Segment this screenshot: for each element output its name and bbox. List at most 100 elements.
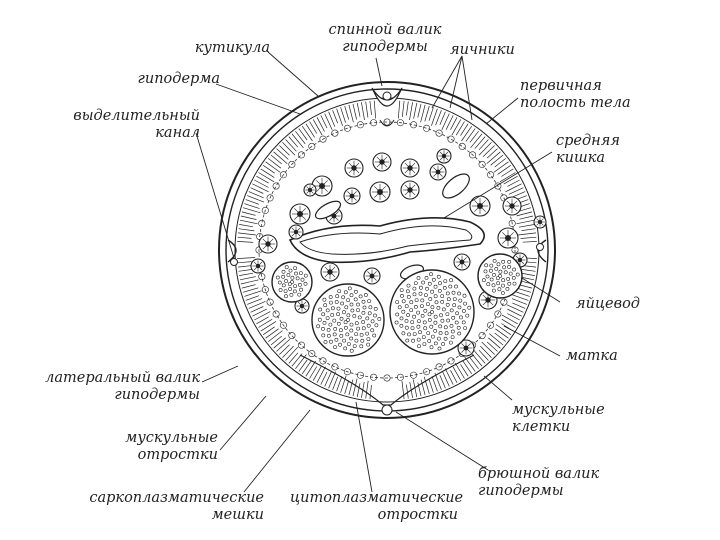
ovary-core (459, 259, 465, 265)
egg (449, 278, 454, 283)
muscle-fiber (258, 318, 273, 328)
muscle-fiber (244, 203, 260, 209)
muscle-fiber (373, 100, 377, 119)
muscle-fiber (245, 295, 260, 301)
egg (411, 338, 416, 343)
egg (445, 302, 450, 307)
label-primary-cavity-line2: полость тела (520, 95, 631, 111)
egg (515, 272, 520, 277)
muscle-fiber (424, 106, 430, 122)
egg (423, 308, 428, 313)
sarcoplasmic-sac (458, 142, 466, 150)
sarcoplasmic-sac (494, 182, 502, 190)
sarcoplasmic-sac (356, 371, 364, 379)
egg (326, 327, 331, 332)
muscle-fiber (473, 349, 486, 364)
egg (418, 285, 423, 290)
egg (443, 336, 448, 341)
ovary-core (327, 269, 333, 275)
label-excretory-line1: выделительный (73, 108, 200, 124)
egg (373, 313, 377, 318)
egg (455, 311, 460, 316)
egg (281, 274, 286, 279)
egg (463, 326, 468, 331)
muscle-fiber (237, 236, 252, 239)
sarcoplasmic-sac (261, 286, 269, 294)
egg (492, 258, 497, 263)
leader-midgut (443, 151, 553, 219)
egg (422, 320, 427, 325)
egg (512, 281, 517, 286)
leader-lines (195, 51, 561, 493)
label-muscle-cells-line1: мускульные (512, 402, 605, 418)
egg (281, 269, 286, 274)
leader-excretory (195, 132, 235, 259)
egg (349, 293, 354, 298)
label-cuticle: кутикула (194, 40, 270, 56)
muscle-fiber (356, 102, 361, 117)
egg (322, 320, 327, 325)
egg (449, 323, 454, 328)
muscle-fiber (493, 161, 509, 173)
muscle-fiber (267, 330, 283, 342)
muscle-fiber (270, 335, 282, 346)
egg (445, 291, 450, 296)
sarcoplasmic-sac (487, 321, 495, 329)
muscle-fiber (431, 108, 438, 126)
label-cytoplasmic: цитоплазматические отростки (290, 490, 463, 524)
muscle-fiber (348, 379, 354, 396)
ovary-core (435, 169, 441, 175)
muscle-fiber (521, 228, 536, 231)
egg (362, 305, 367, 310)
muscle-fiber (369, 385, 372, 400)
egg (410, 320, 415, 325)
egg (412, 314, 417, 319)
egg (450, 329, 455, 334)
egg (349, 322, 354, 327)
label-ovaries: яичники (450, 42, 515, 58)
muscle-fiber (462, 360, 472, 374)
muscle-fiber (237, 261, 252, 264)
sarcoplasmic-sac (272, 182, 280, 190)
sarcoplasmic-sac (272, 310, 280, 318)
egg (436, 274, 441, 279)
egg (326, 333, 331, 338)
egg (441, 307, 446, 312)
egg (483, 269, 488, 274)
muscle-fiber (507, 179, 520, 187)
muscle-fiber (490, 154, 504, 166)
muscle-fiber (469, 130, 479, 143)
egg (420, 313, 425, 318)
egg (440, 294, 445, 299)
egg (275, 275, 280, 280)
muscle-fiber (305, 123, 315, 138)
egg (440, 318, 445, 323)
egg (367, 311, 372, 316)
muscle-fiber (454, 362, 465, 379)
egg (430, 334, 435, 339)
ovary-core (308, 188, 312, 192)
muscle-fiber (320, 371, 328, 385)
egg (284, 294, 288, 299)
sarcoplasmic-sac (478, 160, 486, 168)
ovary-core (293, 229, 299, 235)
sarcoplasmic-sac (279, 171, 287, 179)
sarcoplasmic-sac (258, 219, 266, 227)
muscle-fiber (252, 308, 267, 317)
egg (458, 298, 463, 303)
egg (325, 308, 330, 313)
muscle-fiber (401, 100, 405, 117)
egg (332, 318, 337, 323)
egg (433, 314, 438, 319)
muscle-fiber (302, 360, 312, 374)
label-cyto-line2: отростки (377, 507, 458, 523)
egg (342, 310, 346, 315)
muscle-fiber (243, 287, 259, 293)
muscle-fiber (469, 357, 479, 370)
egg (457, 331, 462, 336)
sarcoplasmic-sac (500, 298, 508, 306)
egg (352, 314, 357, 318)
muscle-fiber (406, 101, 409, 116)
muscle-fiber (256, 316, 269, 325)
egg (420, 298, 425, 303)
